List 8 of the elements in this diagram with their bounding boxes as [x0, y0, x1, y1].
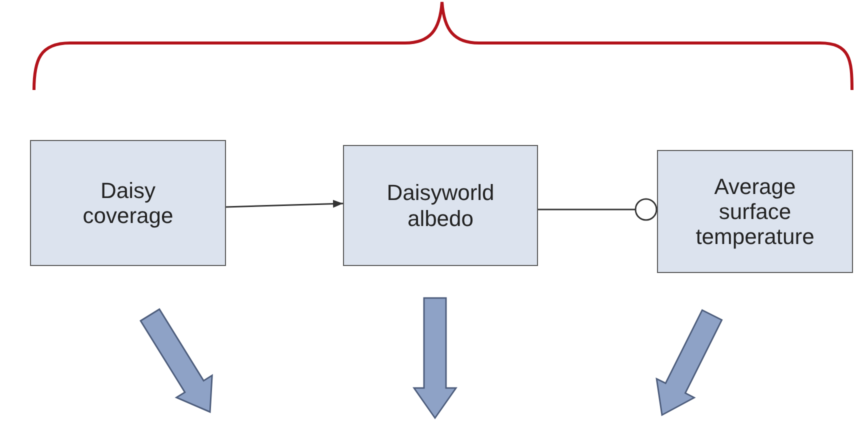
negative-link-line [538, 198, 658, 221]
arrow [226, 200, 344, 208]
process-box [343, 145, 538, 266]
process-box [657, 150, 853, 273]
box-label: Average surface temperature [694, 174, 816, 250]
box-label: Daisy coverage [82, 178, 174, 228]
process-box [30, 140, 226, 266]
box-label: Daisyworld albedo [386, 180, 496, 231]
